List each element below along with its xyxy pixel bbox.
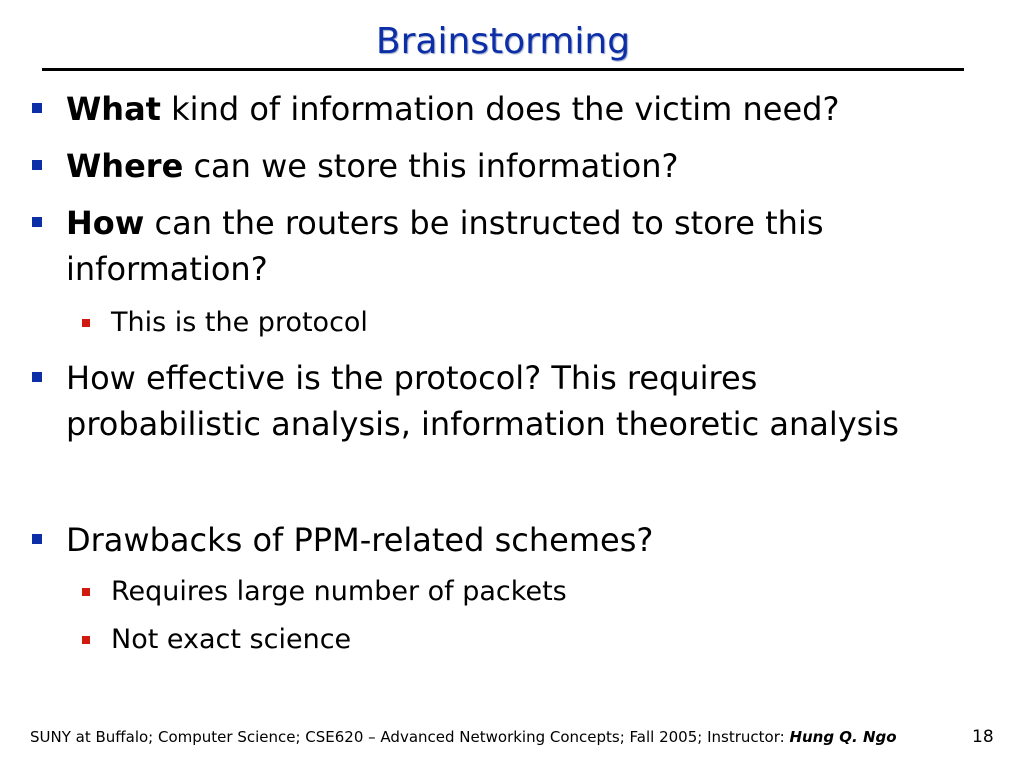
- bullet-keyword: What: [66, 90, 161, 128]
- square-bullet-icon: [32, 160, 42, 170]
- bullet-item: Drawbacks of PPM-related schemes?: [32, 517, 654, 563]
- sub-bullet-text: This is the protocol: [111, 307, 368, 338]
- slide-footer: SUNY at Buffalo; Computer Science; CSE62…: [30, 727, 897, 747]
- bullet-item: Where can we store this information?: [32, 143, 679, 189]
- bullet-text: Drawbacks of PPM-related schemes?: [66, 521, 654, 559]
- square-bullet-icon: [82, 319, 90, 327]
- bullet-text: kind of information does the victim need…: [160, 90, 840, 128]
- sub-bullet-item: Not exact science: [82, 621, 352, 659]
- sub-bullet-item: Requires large number of packets: [82, 573, 567, 611]
- bullet-item: How effective is the protocol? This requ…: [32, 355, 899, 447]
- bullet-keyword: Where: [66, 147, 184, 185]
- bullet-item: How can the routers be instructed to sto…: [32, 200, 824, 292]
- square-bullet-icon: [32, 534, 42, 544]
- bullet-text-continued: probabilistic analysis, information theo…: [66, 405, 899, 443]
- bullet-item: What kind of information does the victim…: [32, 86, 840, 132]
- sub-bullet-item: This is the protocol: [82, 304, 368, 342]
- bullet-text: How effective is the protocol? This requ…: [66, 359, 758, 397]
- sub-bullet-text: Requires large number of packets: [111, 576, 567, 607]
- bullet-text: can the routers be instructed to store t…: [144, 204, 824, 242]
- square-bullet-icon: [32, 217, 42, 227]
- square-bullet-icon: [82, 588, 90, 596]
- slide-page-number: 18: [972, 727, 994, 747]
- square-bullet-icon: [82, 636, 90, 644]
- footer-instructor-name: Hung Q. Ngo: [789, 728, 897, 746]
- footer-course-info: SUNY at Buffalo; Computer Science; CSE62…: [30, 728, 790, 746]
- bullet-text-continued: information?: [66, 250, 268, 288]
- title-divider: [42, 68, 964, 71]
- slide-title: Brainstorming: [375, 21, 631, 62]
- sub-bullet-text: Not exact science: [111, 624, 352, 655]
- square-bullet-icon: [32, 103, 42, 113]
- square-bullet-icon: [32, 372, 42, 382]
- bullet-text: can we store this information?: [183, 147, 679, 185]
- bullet-keyword: How: [66, 204, 145, 242]
